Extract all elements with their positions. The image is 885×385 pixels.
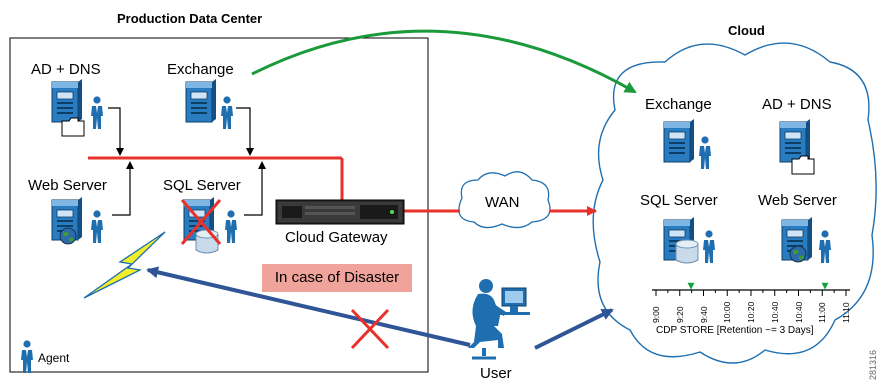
folder-icon	[61, 117, 85, 137]
agent-icon	[225, 210, 237, 243]
cdp-timeline	[652, 282, 850, 296]
user-to-production-arrow	[146, 266, 471, 347]
production-title: Production Data Center	[117, 11, 263, 26]
cloud-ad-dns-label: AD + DNS	[762, 96, 832, 113]
cloud-web-server-label: Web Server	[758, 192, 837, 209]
timeline-tick-label: 9:20	[674, 306, 685, 323]
timeline-tick-label: 10:40	[793, 301, 804, 323]
ad-to-bus-arrow	[108, 107, 124, 156]
server-icon	[185, 78, 217, 123]
cdp-store-label: CDP STORE [Retention ~= 3 Days]	[656, 325, 814, 336]
replication-arrow	[251, 29, 637, 94]
cloud-exchange-label: Exchange	[645, 96, 712, 113]
user-to-cloud-arrow	[534, 308, 614, 350]
timeline-tick-label: 10:20	[746, 301, 756, 323]
timeline-tick-label: 10:00	[722, 301, 733, 323]
figure-id: 281316	[868, 349, 878, 380]
sql-server-label: SQL Server	[163, 177, 241, 194]
agent-legend-icon	[21, 340, 33, 373]
timeline-tick-label: 9:40	[698, 306, 709, 323]
database-icon	[195, 229, 219, 254]
wan-cloud	[458, 171, 551, 229]
web-server-label: Web Server	[28, 177, 107, 194]
disaster-note: In case of Disaster	[262, 264, 412, 292]
agent-legend-label: Agent	[38, 351, 70, 365]
timeline-tick-label: 10:40	[769, 301, 780, 323]
cloud-gateway-appliance	[275, 199, 405, 225]
server-icon	[51, 78, 83, 123]
agent-icon	[221, 96, 233, 129]
folder-icon	[791, 155, 815, 175]
timeline-tick-label: 9:00	[651, 306, 661, 323]
globe-icon	[789, 245, 807, 263]
agent-icon	[91, 96, 103, 129]
production-datacenter-box	[9, 37, 429, 373]
globe-icon	[59, 227, 77, 245]
web-to-bus-arrow	[112, 161, 134, 216]
agent-icon	[91, 210, 103, 243]
sql-to-bus-arrow	[244, 161, 266, 216]
wan-label: WAN	[485, 194, 520, 211]
exchange-label: Exchange	[167, 61, 234, 78]
exchange-to-bus-arrow	[236, 107, 254, 156]
user-workstation-icon	[468, 279, 530, 360]
blocked-x-icon	[350, 308, 390, 350]
failed-x-icon	[180, 199, 222, 245]
cloud-sql-server-label: SQL Server	[640, 192, 718, 209]
database-icon	[675, 239, 699, 264]
server-icon	[663, 118, 695, 163]
lightning-icon	[83, 231, 166, 299]
ad-dns-label: AD + DNS	[31, 61, 101, 78]
cloud-gateway-label: Cloud Gateway	[285, 229, 388, 246]
cloud-title: Cloud	[728, 23, 765, 38]
timeline-tick-label: 11:00	[817, 302, 828, 323]
timeline-tick-label: 11:10	[841, 302, 851, 323]
user-label: User	[480, 365, 512, 382]
